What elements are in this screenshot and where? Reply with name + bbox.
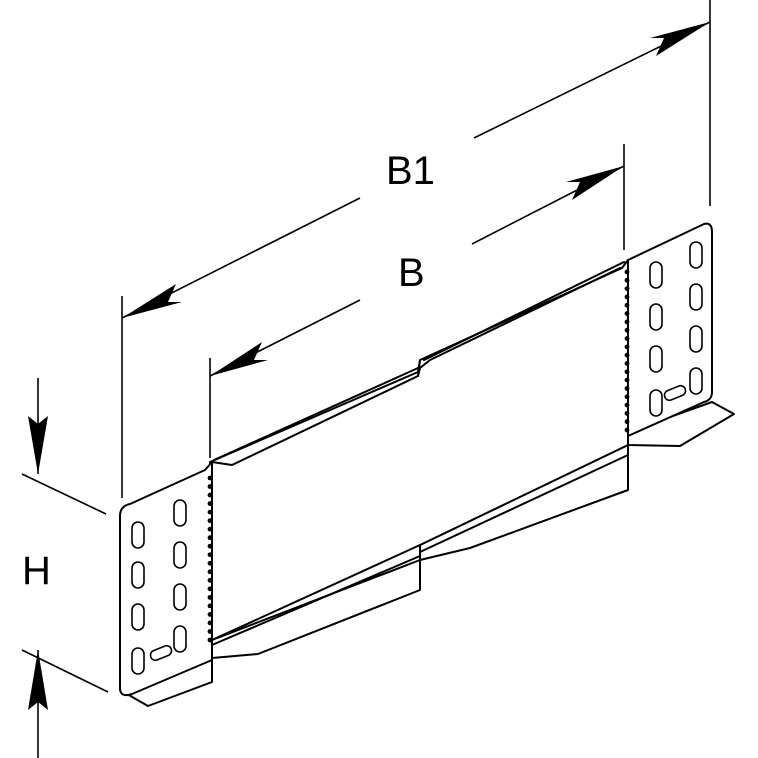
perforation-hole xyxy=(624,402,630,408)
perforation-hole xyxy=(207,620,213,626)
perforation-hole xyxy=(207,518,213,524)
left-slots xyxy=(131,499,187,675)
perforation-hole xyxy=(624,427,630,433)
perforation-hole xyxy=(207,543,213,549)
dimension-b1: B1 xyxy=(121,0,711,498)
h-arrow-top xyxy=(28,416,48,474)
perforation-hole xyxy=(207,560,213,566)
b-label: B xyxy=(398,251,425,295)
perforation-hole xyxy=(624,302,630,308)
perforation-hole xyxy=(207,526,213,532)
perforation-hole xyxy=(624,369,630,375)
b-arrow-right xyxy=(566,166,624,200)
perforation-hole xyxy=(624,344,630,350)
perforation-hole xyxy=(207,492,213,498)
perforation-hole xyxy=(624,277,630,283)
right-perforation xyxy=(624,269,630,433)
reducer-plate xyxy=(119,222,735,707)
right-slots xyxy=(649,241,703,417)
perforation-hole xyxy=(624,286,630,292)
perforation-hole xyxy=(207,577,213,583)
perforation-hole xyxy=(624,386,630,391)
perforation-hole xyxy=(624,327,630,333)
perforation-hole xyxy=(624,294,630,300)
b1-arrow-right xyxy=(650,22,710,56)
perforation-hole xyxy=(624,319,630,325)
perforation-hole xyxy=(207,637,213,643)
left-perforation xyxy=(207,475,213,643)
perforation-hole xyxy=(624,377,630,383)
perforation-hole xyxy=(207,586,213,592)
b1-label: B1 xyxy=(386,149,435,193)
dimension-h: H xyxy=(21,378,109,758)
perforation-hole xyxy=(207,475,213,481)
perforation-hole xyxy=(207,594,213,600)
perforation-hole xyxy=(624,336,630,341)
perforation-hole xyxy=(207,552,213,558)
perforation-hole xyxy=(624,419,630,425)
perforation-hole xyxy=(207,612,213,617)
perforation-hole xyxy=(207,509,213,515)
perforation-hole xyxy=(207,569,213,575)
perforation-hole xyxy=(624,269,630,275)
perforation-hole xyxy=(624,394,630,400)
h-label: H xyxy=(22,549,51,593)
perforation-hole xyxy=(624,410,630,416)
perforation-hole xyxy=(207,501,213,506)
perforation-hole xyxy=(207,629,213,634)
perforation-hole xyxy=(624,311,630,316)
perforation-hole xyxy=(624,361,630,366)
perforation-hole xyxy=(207,484,213,489)
b1-arrow-left xyxy=(122,284,182,318)
b-arrow-left xyxy=(210,342,268,376)
dimension-b: B xyxy=(209,144,625,458)
h-arrow-bottom xyxy=(28,650,48,710)
perforation-hole xyxy=(207,535,213,541)
perforation-hole xyxy=(624,352,630,358)
perforation-hole xyxy=(207,603,213,609)
